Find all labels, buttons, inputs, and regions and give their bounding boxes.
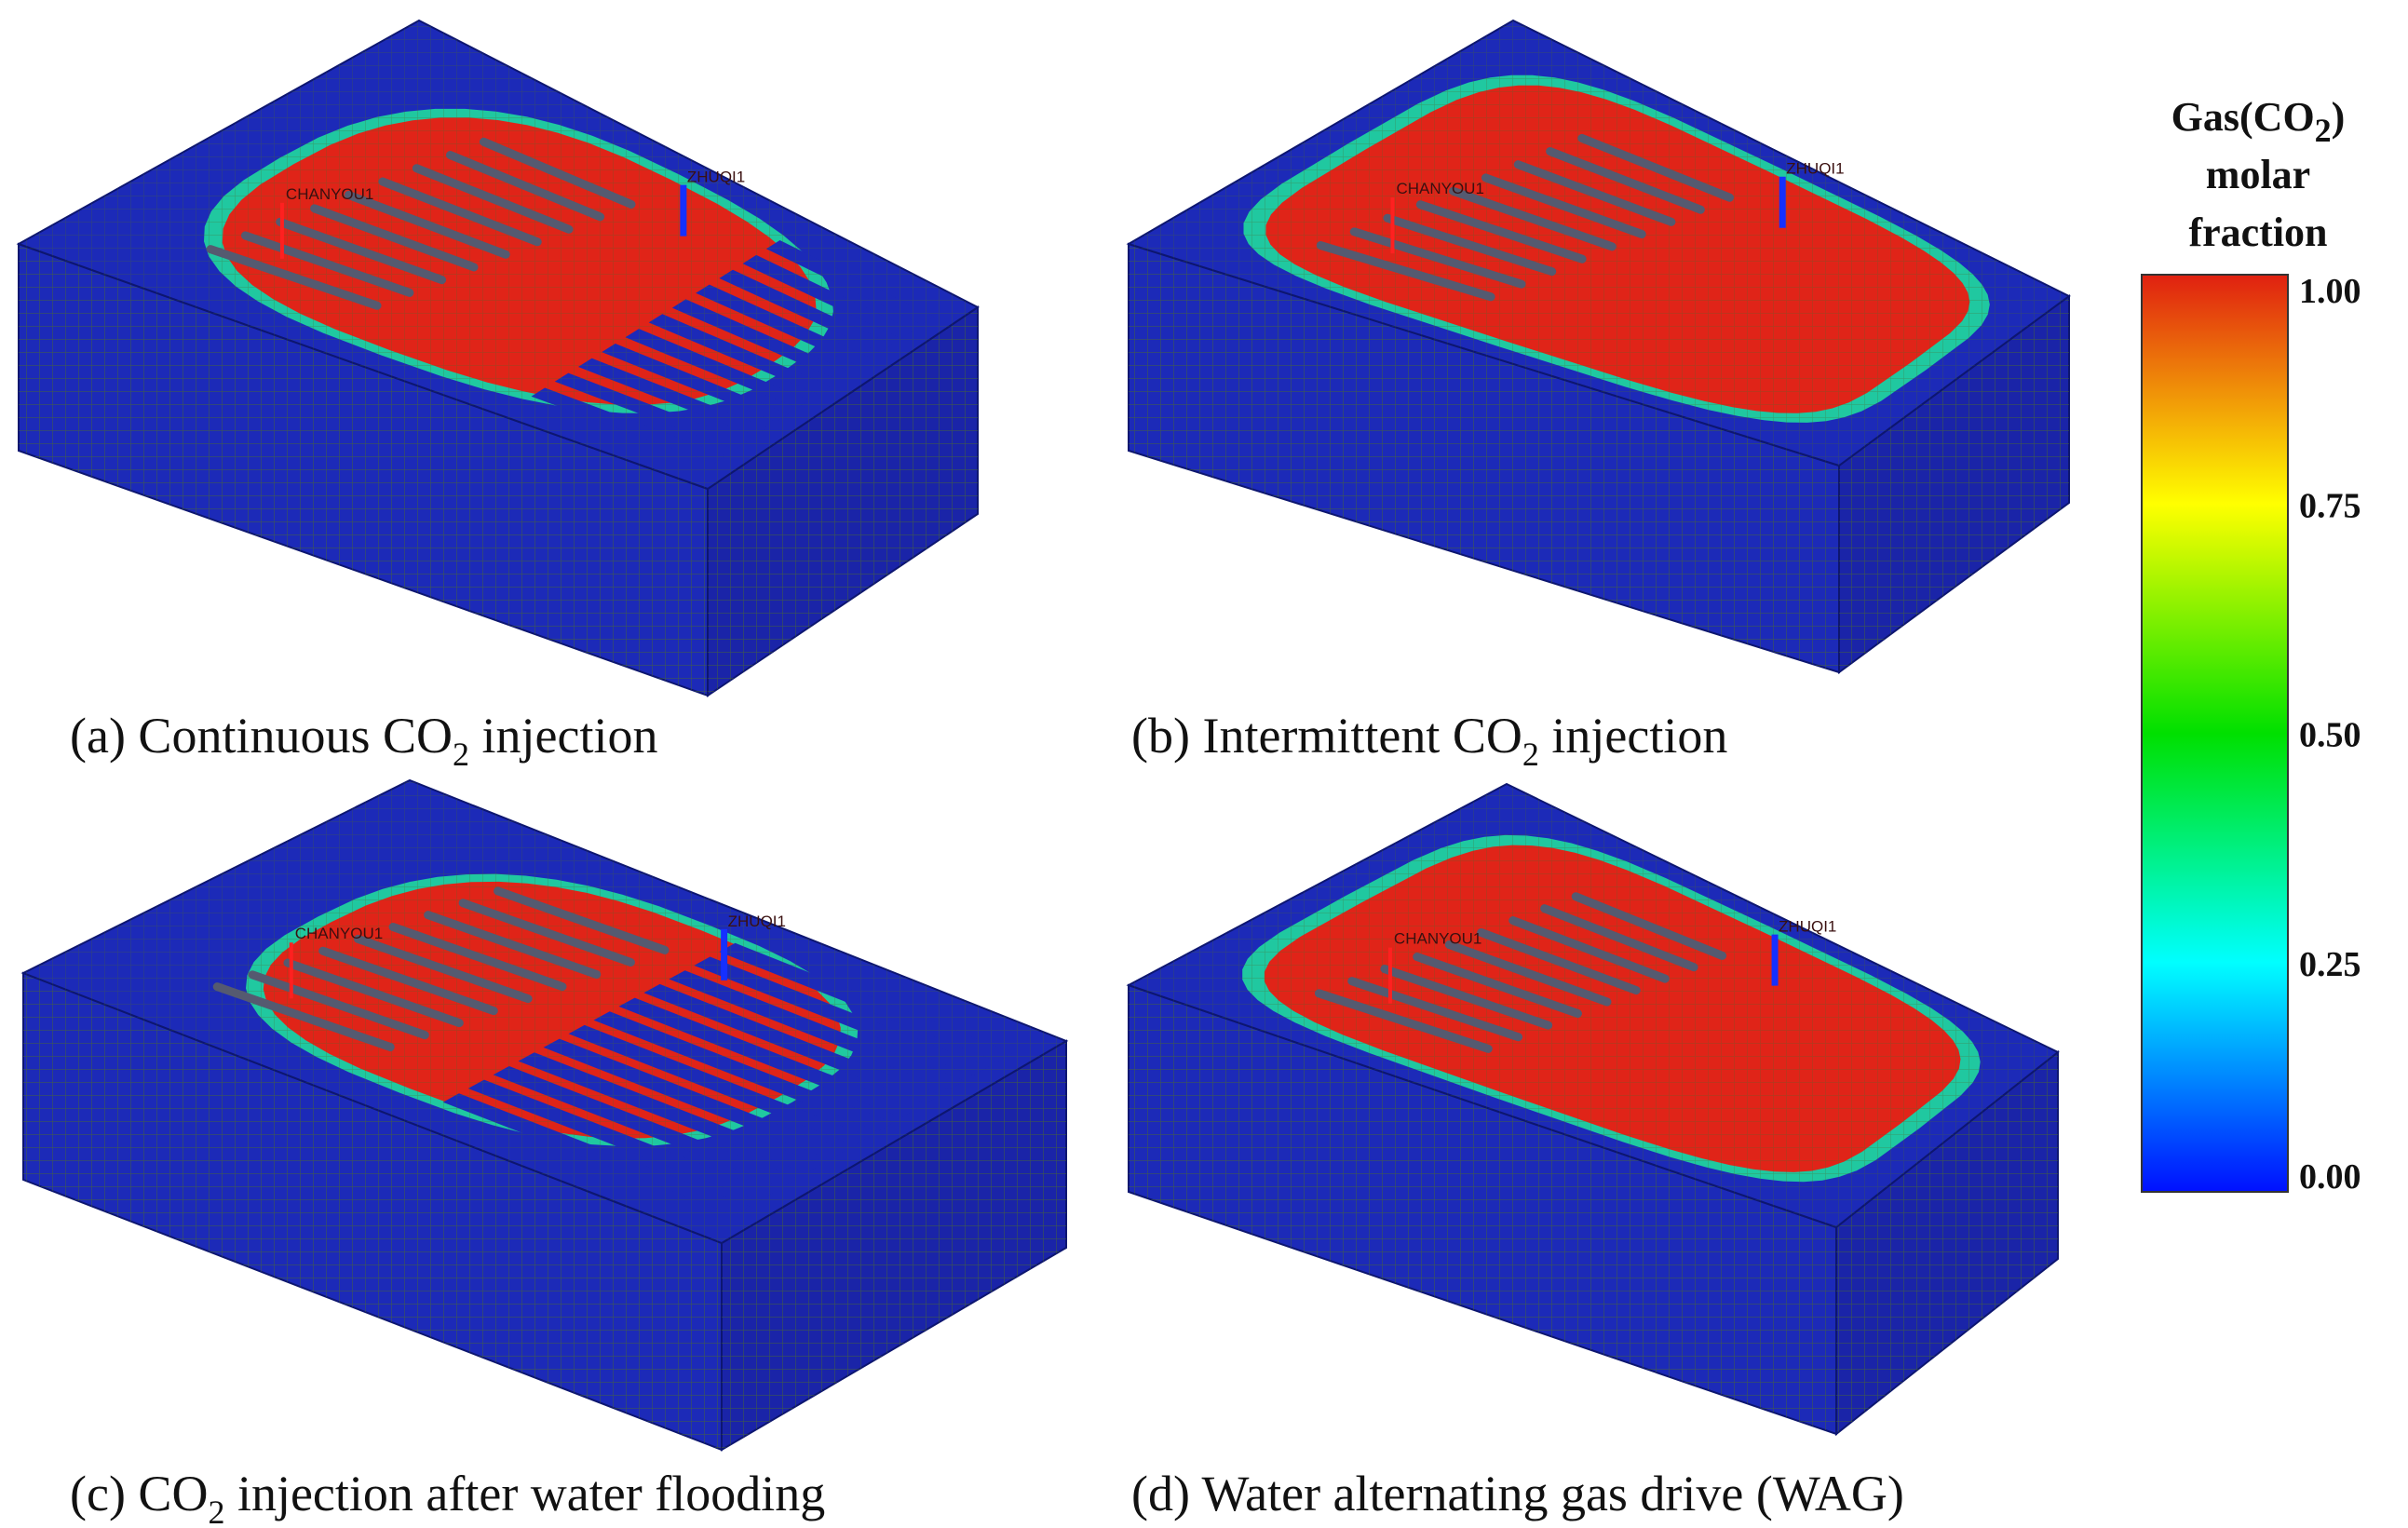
panel-caption-d: (d) Water alternating gas drive (WAG) <box>1131 1466 1904 1521</box>
horizontal-well <box>1444 940 1612 1007</box>
grid-side-left <box>1129 244 1839 672</box>
producer-well-label: CHANYOU1 <box>295 925 383 942</box>
horizontal-well <box>318 946 498 1016</box>
panel-d: CHANYOU1 ZHUQI1 (d) Water alternating gas … <box>1126 782 2060 1521</box>
horizontal-well <box>424 911 602 980</box>
legend-color-bar <box>2141 274 2289 1193</box>
horizontal-well <box>212 982 395 1052</box>
horizontal-well <box>1449 186 1617 251</box>
horizontal-well <box>1415 200 1587 264</box>
grid-side-right <box>1839 296 2069 672</box>
horizontal-well <box>388 923 567 992</box>
grid-top <box>1129 784 2058 1227</box>
horizontal-well <box>1347 977 1523 1042</box>
grid-side-right <box>722 1041 1066 1450</box>
horizontal-well <box>1314 989 1493 1053</box>
horizontal-well <box>1481 173 1646 239</box>
horizontal-well <box>240 231 414 297</box>
horizontal-well <box>1513 160 1676 226</box>
legend-tick-label: 0.25 <box>2299 945 2361 984</box>
injector-well-label: ZHUQI1 <box>1786 160 1844 178</box>
legend-tick-label: 0.75 <box>2299 486 2361 525</box>
horizontal-well <box>479 137 636 209</box>
legend-title-line2: molar <box>2206 152 2310 197</box>
grid-side-left <box>1129 985 1836 1434</box>
horizontal-well <box>310 204 479 272</box>
horizontal-well <box>1383 213 1557 277</box>
horizontal-well <box>458 899 635 967</box>
panel-caption-b: (b) Intermittent CO2 injection <box>1131 708 1727 773</box>
panel-b: CHANYOU1 ZHUQI1 (b) Intermittent CO2 injec… <box>1126 19 2071 773</box>
horizontal-well <box>1540 904 1698 972</box>
legend-title-line3: fraction <box>2188 210 2327 255</box>
horizontal-well <box>1546 147 1705 214</box>
injector-well-label: ZHUQI1 <box>728 913 786 930</box>
panel-c: CHANYOU1 ZHUQI1 (c) CO2 injection after wa… <box>20 778 1069 1528</box>
panel-a: CHANYOU1 ZHUQI1 (a) Continuous CO2 injecti… <box>16 19 980 773</box>
horizontal-well <box>276 217 447 285</box>
horizontal-well <box>248 970 429 1040</box>
horizontal-well <box>1413 953 1582 1019</box>
horizontal-well <box>1380 965 1553 1030</box>
grid-side-right <box>1836 1052 2058 1434</box>
color-legend: Gas(CO2) molar fraction 1.00 0.75 0.50 0.25… <box>2141 94 2361 1197</box>
legend-ticks: 1.00 0.75 0.50 0.25 0.00 <box>2299 272 2361 1197</box>
producer-well-label: CHANYOU1 <box>1394 930 1481 948</box>
horizontal-well <box>1316 241 1495 302</box>
horizontal-well <box>445 150 605 222</box>
horizontal-well <box>1508 916 1670 983</box>
legend-title-line1: Gas(CO2) <box>2171 94 2346 149</box>
horizontal-well <box>412 164 574 234</box>
horizontal-well <box>1349 227 1526 289</box>
horizontal-well <box>1577 133 1734 202</box>
injector-well-label: ZHUQI1 <box>1779 918 1836 936</box>
legend-tick-label: 0.00 <box>2299 1157 2361 1197</box>
horizontal-well <box>494 886 670 954</box>
legend-tick-label: 0.50 <box>2299 716 2361 755</box>
panel-caption-a: (a) Continuous CO2 injection <box>70 708 657 773</box>
horizontal-well <box>1571 892 1727 960</box>
legend-tick-label: 1.00 <box>2299 272 2361 311</box>
panel-caption-c: (c) CO2 injection after water flooding <box>70 1466 825 1528</box>
horizontal-well <box>283 958 464 1028</box>
grid-side-left <box>19 244 708 696</box>
horizontal-well <box>378 177 542 247</box>
horizontal-well <box>1477 927 1641 995</box>
horizontal-well <box>353 934 533 1004</box>
grid-side-right <box>708 307 978 696</box>
producer-well-label: CHANYOU1 <box>1396 180 1483 197</box>
grid-side-left <box>23 973 722 1450</box>
injector-well-label: ZHUQI1 <box>687 169 745 186</box>
grid-top <box>23 780 1066 1243</box>
horizontal-well <box>206 245 382 310</box>
producer-well-label: CHANYOU1 <box>286 185 373 203</box>
horizontal-well <box>344 190 510 259</box>
